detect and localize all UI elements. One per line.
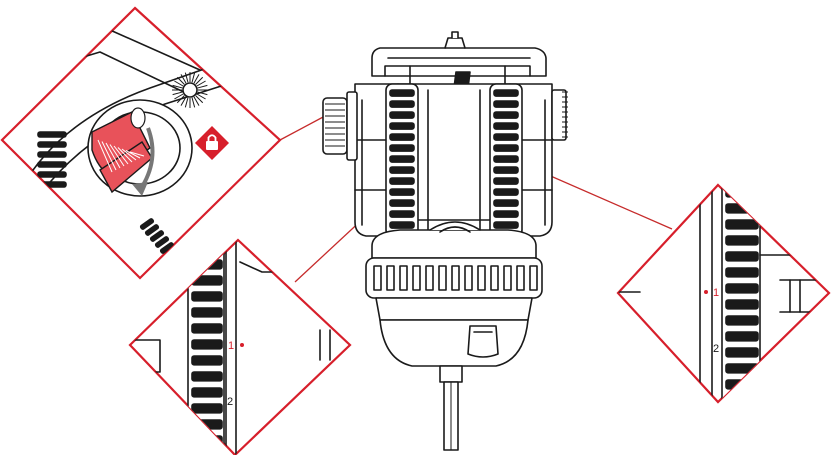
- lock-connector-line: [279, 115, 326, 141]
- right-scale-callout: 1 2: [616, 183, 831, 404]
- right-counterbalance-wheel: [551, 89, 568, 141]
- drag-knob: [322, 91, 358, 161]
- left-tilt-drum: [385, 83, 419, 237]
- left-scale-callout: 1 2: [128, 238, 352, 455]
- fluid-head: [322, 31, 568, 451]
- scale-mark-1: 1: [713, 287, 719, 299]
- lock-lever: [91, 107, 153, 194]
- right-tilt-drum: [489, 83, 523, 237]
- scale-mark-2: 2: [713, 343, 719, 355]
- scale-mark-2: 2: [227, 396, 233, 408]
- scale-mark-1: 1: [228, 340, 234, 352]
- lock-detail-callout: [0, 6, 282, 280]
- pan-base: [365, 221, 543, 451]
- padlock-icon: [195, 126, 229, 160]
